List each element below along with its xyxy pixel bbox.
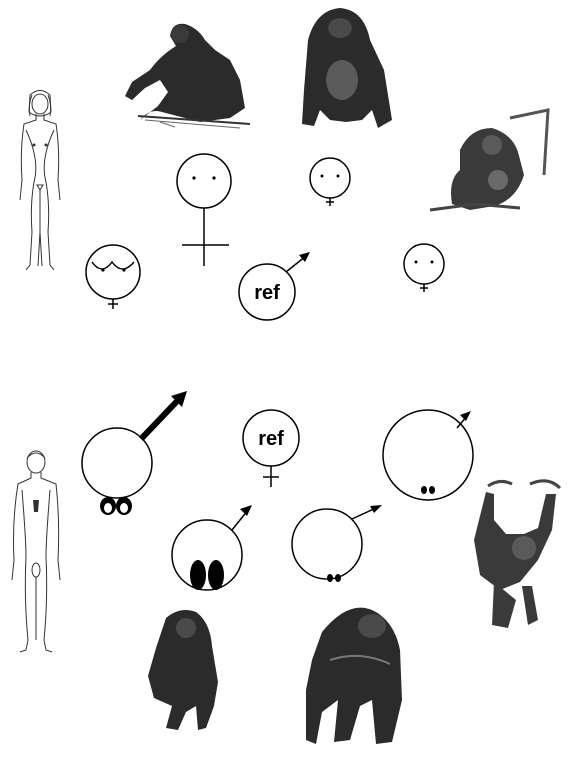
ref-male-label: ref — [254, 282, 280, 304]
human-female-symbol — [86, 245, 140, 309]
reference-female-symbol: ref — [243, 410, 299, 487]
gorilla-male-icon — [306, 608, 402, 744]
gorilla-female-symbol — [310, 158, 350, 206]
orangutan-male-symbol — [383, 410, 473, 500]
reference-male-symbol: ref — [239, 252, 310, 320]
chimpanzee-female-symbol — [177, 154, 231, 266]
orangutan-male-icon — [474, 481, 560, 628]
orangutan-female-symbol — [404, 244, 444, 292]
ref-female-label: ref — [258, 428, 284, 450]
man-figure — [12, 451, 60, 652]
orangutan-female-icon — [430, 110, 548, 210]
chimpanzee-male-symbol — [172, 505, 252, 590]
gorilla-female-icon — [302, 8, 392, 128]
chimpanzee-female-icon — [125, 24, 250, 128]
gorilla-male-symbol — [292, 505, 382, 582]
chimpanzee-male-icon — [148, 610, 218, 730]
woman-figure — [20, 91, 60, 271]
human-male-symbol — [82, 391, 187, 515]
